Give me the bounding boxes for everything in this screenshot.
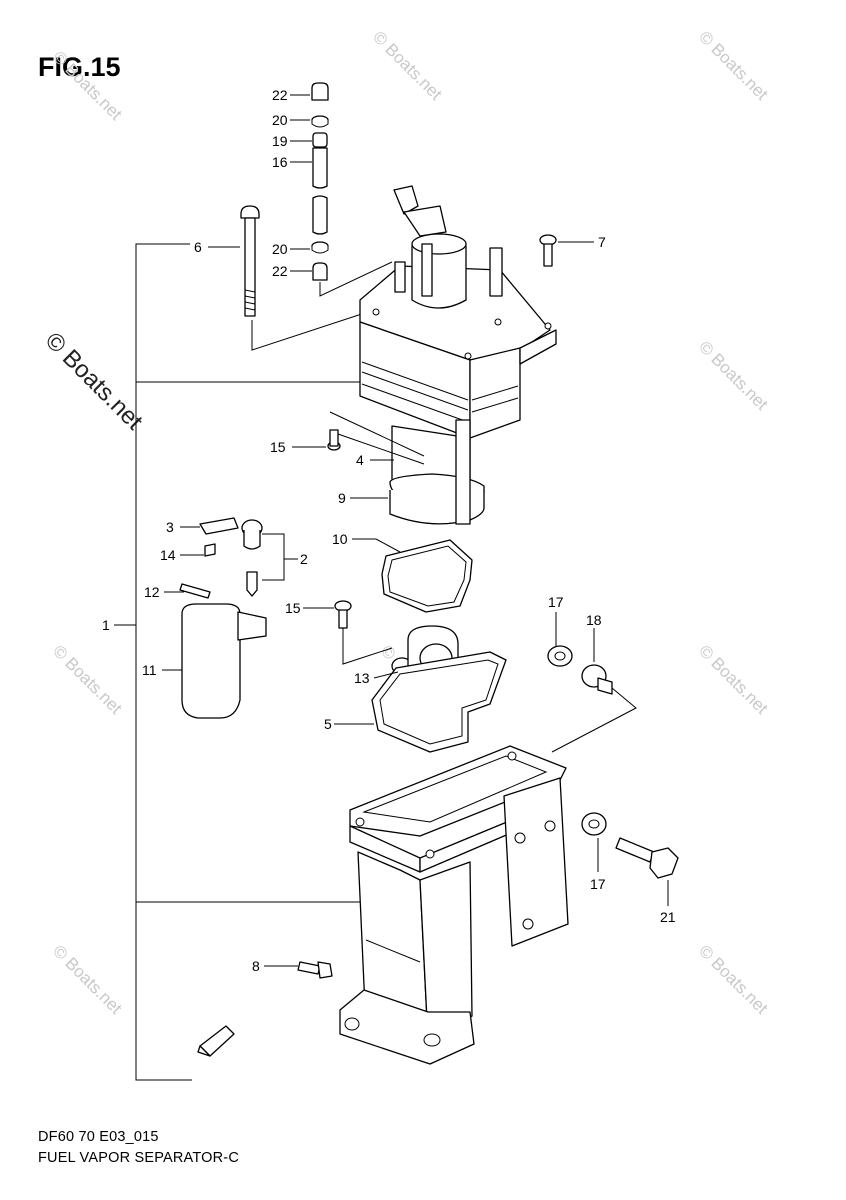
lower-case bbox=[339, 745, 569, 1065]
callout-20: 20 bbox=[272, 241, 288, 257]
callout-11: 11 bbox=[142, 662, 157, 678]
watermark-text: © Boats.net bbox=[49, 47, 126, 124]
callout-labels: 22 20 19 16 20 22 6 7 15 4 9 3 2 14 10 1… bbox=[102, 87, 676, 974]
callout-19: 19 bbox=[272, 133, 288, 149]
watermark-text: © Boats.net bbox=[695, 27, 772, 104]
callout-13: 13 bbox=[354, 670, 370, 686]
small-parts-left bbox=[179, 517, 267, 719]
screw-7 bbox=[539, 234, 557, 267]
callout-3: 3 bbox=[166, 519, 174, 535]
callout-16: 16 bbox=[272, 154, 288, 170]
watermark-large: © Boats.net bbox=[40, 327, 148, 435]
fwd-arrow bbox=[197, 1025, 235, 1057]
watermark-text: © Boats.net bbox=[695, 941, 772, 1018]
callout-2: 2 bbox=[300, 551, 308, 567]
assembly-bracket bbox=[114, 243, 362, 1081]
bolt-21 bbox=[615, 837, 679, 879]
screw-15-upper bbox=[327, 429, 341, 451]
callout-22: 22 bbox=[272, 87, 288, 103]
callout-7: 7 bbox=[598, 234, 606, 250]
callout-15: 15 bbox=[285, 600, 301, 616]
watermark-text: © Boats.net bbox=[49, 941, 126, 1018]
diagram-code: DF60 70 E03_015 bbox=[38, 1129, 159, 1145]
callout-20: 20 bbox=[272, 112, 288, 128]
watermark-text: © Boats.net bbox=[695, 337, 772, 414]
grommet-17-upper bbox=[547, 645, 573, 667]
callout-1: 1 bbox=[102, 617, 110, 633]
watermark-text: © Boats.net bbox=[49, 641, 126, 718]
leader-lines bbox=[162, 94, 669, 967]
callout-15: 15 bbox=[270, 439, 286, 455]
callout-5: 5 bbox=[324, 716, 332, 732]
diagram-name: FUEL VAPOR SEPARATOR-C bbox=[38, 1150, 239, 1166]
hose-stack bbox=[311, 82, 329, 281]
pump-motor bbox=[329, 411, 485, 525]
callout-18: 18 bbox=[586, 612, 602, 628]
bolt-8 bbox=[297, 961, 333, 979]
callout-17: 17 bbox=[548, 594, 564, 610]
separator-body bbox=[359, 185, 557, 439]
callout-10: 10 bbox=[332, 531, 348, 547]
callout-8: 8 bbox=[252, 958, 260, 974]
part-18 bbox=[581, 664, 613, 695]
gasket-5 bbox=[371, 651, 507, 753]
callout-9: 9 bbox=[338, 490, 346, 506]
callout-21: 21 bbox=[660, 909, 676, 925]
callout-22: 22 bbox=[272, 263, 288, 279]
watermark-text: © Boats.net bbox=[369, 27, 446, 104]
callout-4: 4 bbox=[356, 452, 364, 468]
gasket-10 bbox=[381, 539, 473, 613]
grommet-17-lower bbox=[581, 812, 607, 836]
callout-12: 12 bbox=[144, 584, 160, 600]
callout-6: 6 bbox=[194, 239, 202, 255]
callout-17: 17 bbox=[590, 876, 606, 892]
figure-title: FIG.15 bbox=[38, 52, 121, 82]
screw-15-lower bbox=[334, 600, 352, 629]
bolt-6 bbox=[240, 205, 260, 317]
watermark-text: © Boats.net bbox=[695, 641, 772, 718]
callout-14: 14 bbox=[160, 547, 176, 563]
